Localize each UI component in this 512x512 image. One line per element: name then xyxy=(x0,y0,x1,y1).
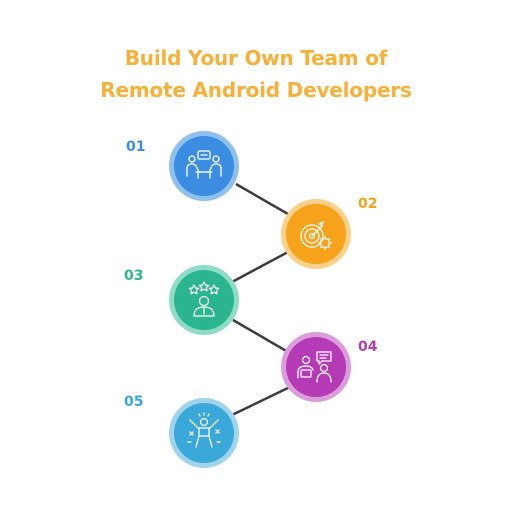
step-2-number: 02 xyxy=(358,196,378,212)
step-2-node xyxy=(281,199,351,269)
rated-developer-icon xyxy=(188,281,220,317)
interview-chat-icon xyxy=(297,351,332,383)
step-3-node xyxy=(169,265,239,335)
connector-3-4 xyxy=(232,318,289,354)
connector-2-3 xyxy=(231,250,289,284)
step-1-number: 01 xyxy=(126,139,146,155)
step-1-node xyxy=(169,131,239,201)
step-4-number: 04 xyxy=(358,339,378,355)
step-3-number: 03 xyxy=(124,268,144,284)
team-meeting-icon xyxy=(186,150,222,179)
page-title: Build Your Own Team of Remote Android De… xyxy=(0,42,512,106)
connector-1-2 xyxy=(235,182,289,216)
step-4-node xyxy=(281,332,351,402)
step-5-node xyxy=(169,398,239,468)
celebrating-person-icon xyxy=(187,412,221,448)
connectors xyxy=(229,182,293,418)
title-line-1: Build Your Own Team of xyxy=(124,46,388,70)
connector-4-5 xyxy=(229,384,293,418)
target-gear-icon xyxy=(300,220,333,251)
step-5-number: 05 xyxy=(124,394,144,410)
title-line-2: Remote Android Developers xyxy=(100,78,412,102)
